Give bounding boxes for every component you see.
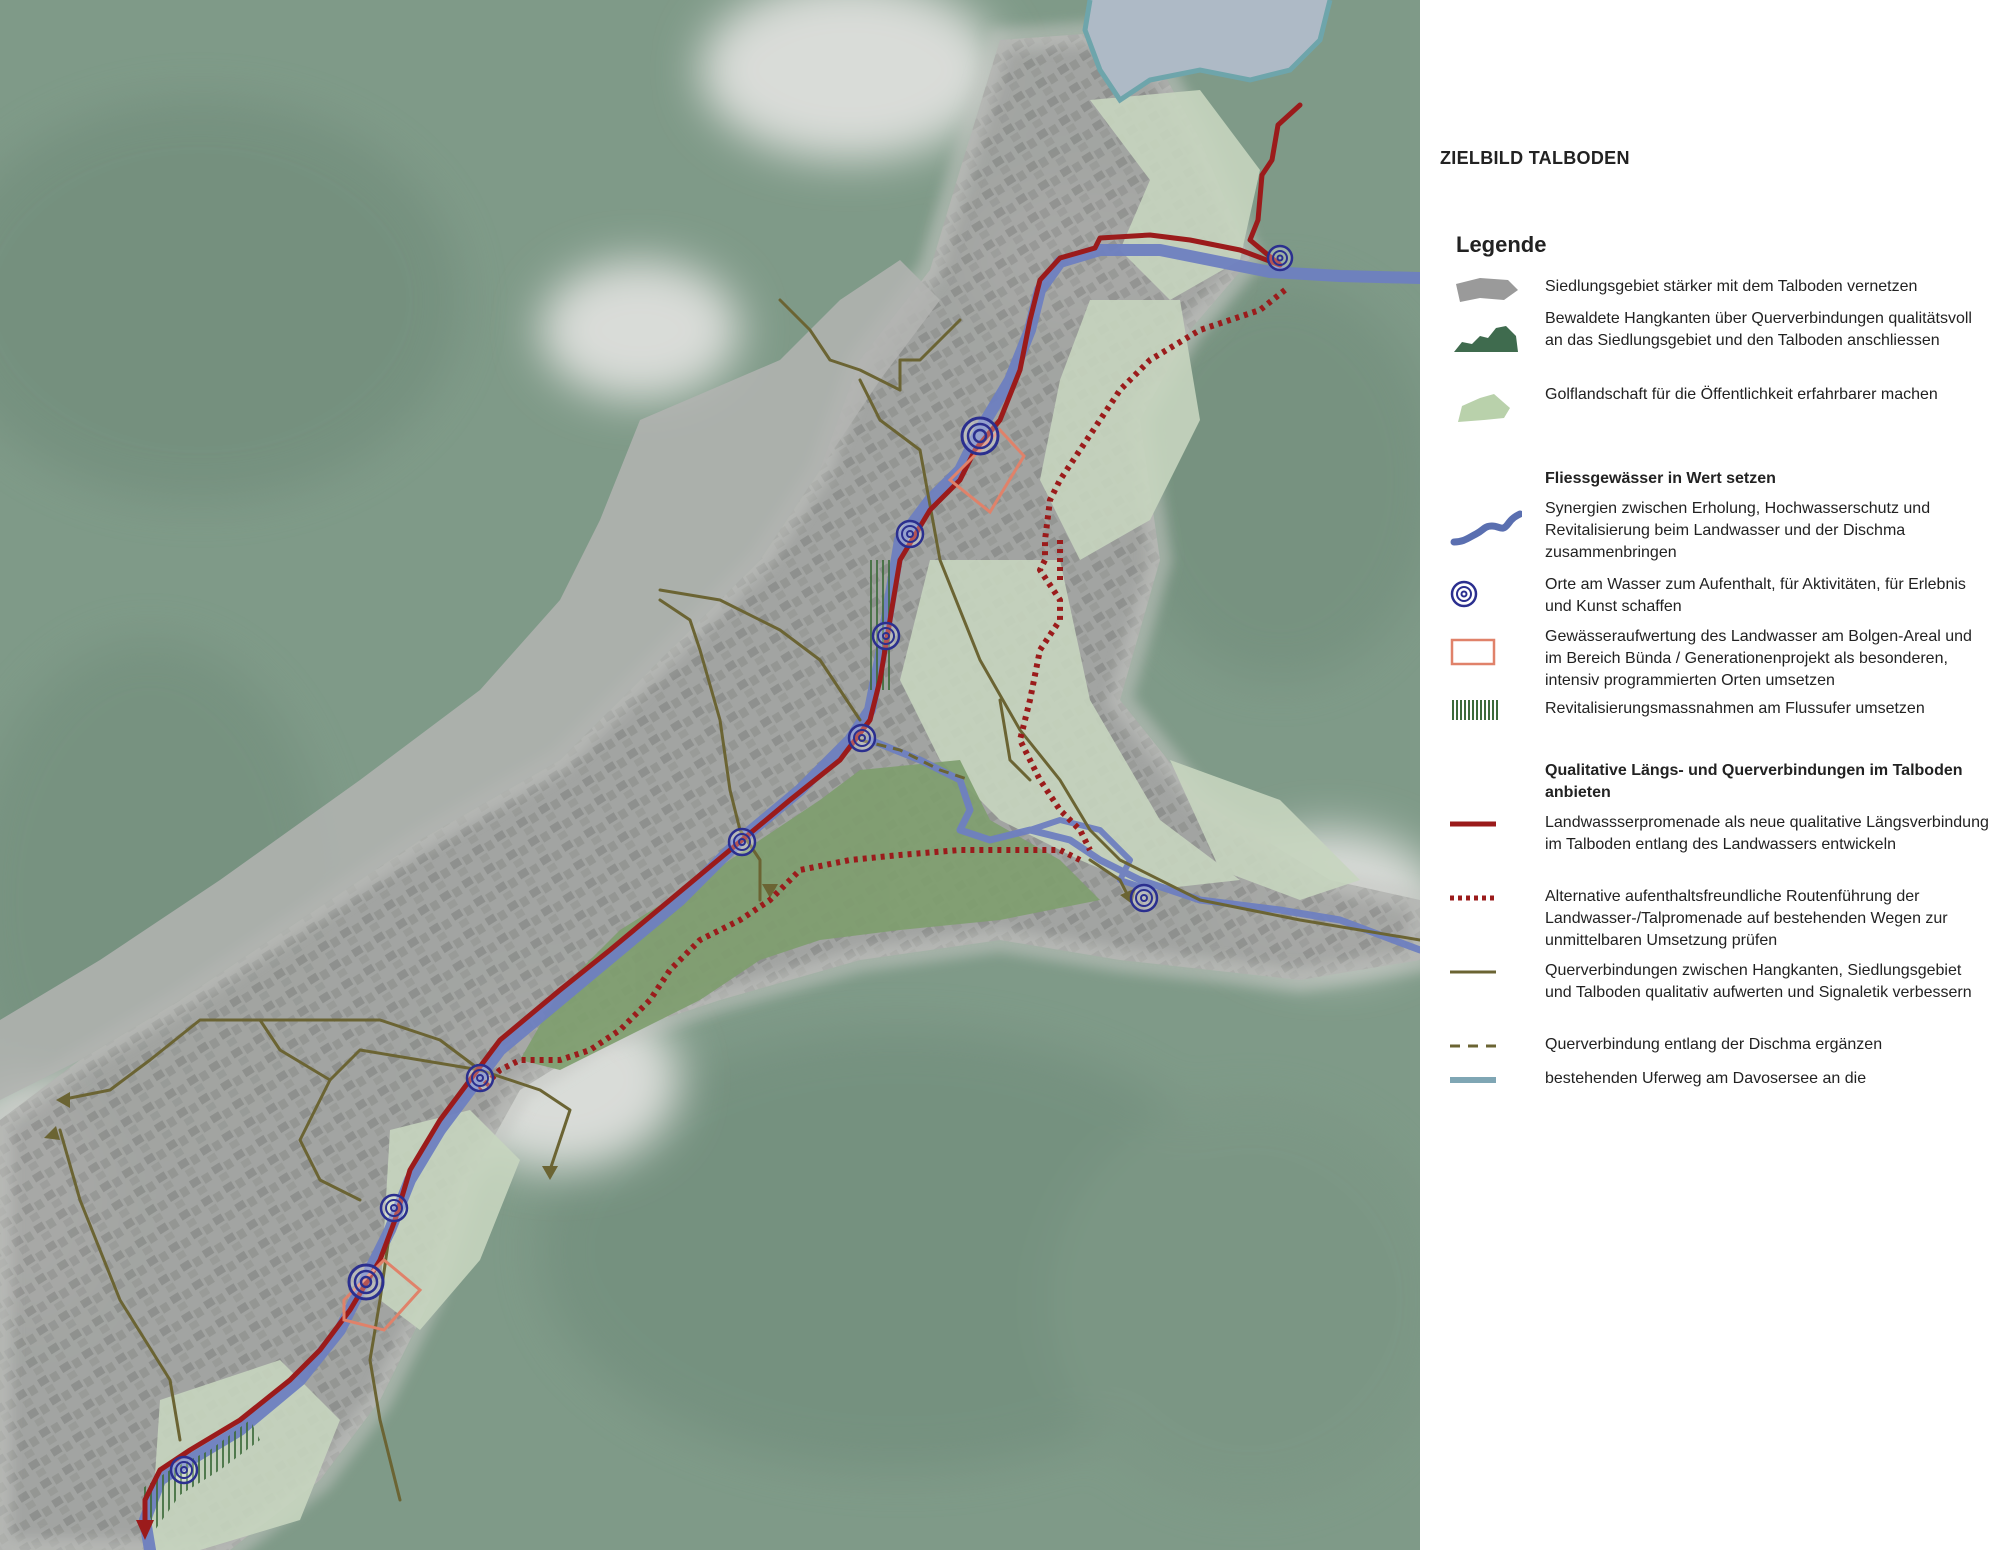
- legend-label: Orte am Wasser zum Aufenthalt, für Aktiv…: [1545, 576, 1966, 615]
- olive-line-icon: [1450, 970, 1496, 974]
- target-icon: [1450, 580, 1478, 608]
- golf-symbol: [1458, 394, 1510, 422]
- map-area[interactable]: [0, 0, 1420, 1550]
- settlement-upper: [0, 260, 940, 1100]
- river-dischma: [866, 736, 1420, 954]
- legend-label: Siedlungsgebiet stärker mit dem Talboden…: [1545, 278, 1918, 295]
- path-arrows: [44, 884, 1136, 1180]
- olive-dashed-icon: [1450, 1044, 1496, 1048]
- legend-label: Revitalisierungsmassnahmen am Flussufer …: [1545, 700, 1925, 717]
- legend-label: Landwassserpromenade als neue qualitativ…: [1545, 814, 1989, 853]
- section-heading-connections: Qualitative Längs- und Querverbindungen …: [1545, 762, 1963, 801]
- river-landwasser: [139, 244, 1420, 1550]
- water-places: [169, 244, 1294, 1485]
- legend-fade: [1420, 1088, 2000, 1128]
- legend-panel: ZIELBILD TALBODEN Legende Siedlungsgebie…: [1420, 0, 2000, 1550]
- legend-heading: Legende: [1456, 232, 1547, 257]
- settlement-symbol: [1456, 278, 1518, 302]
- forest-symbol: [1454, 326, 1518, 352]
- page-title: ZIELBILD TALBODEN: [1440, 148, 1630, 168]
- legend-label: Bewaldete Hangkanten über Querverbindung…: [1545, 310, 1972, 349]
- hatch-icon: [1452, 700, 1498, 720]
- legend-label: Querverbindung entlang der Dischma ergän…: [1545, 1036, 1883, 1053]
- section-heading-waters: Fliessgewässer in Wert setzen: [1545, 470, 1776, 487]
- legend-label: Synergien zwischen Erholung, Hochwassers…: [1545, 500, 1931, 561]
- legend-label: Gewässeraufwertung des Landwasser am Bol…: [1545, 628, 1972, 689]
- red-line-icon: [1450, 821, 1496, 827]
- legend-label: Alternative aufenthaltsfreundliche Route…: [1545, 888, 1948, 949]
- water-upgrade-areas: [342, 427, 1026, 1332]
- orange-square-icon: [1450, 638, 1496, 666]
- dischma-dashed-connection: [859, 738, 971, 782]
- promenade-arrow-end: [136, 1520, 154, 1540]
- legend-label: Golflandschaft für die Öffentlichkeit er…: [1545, 386, 1938, 403]
- river-symbol: [1450, 510, 1522, 546]
- legend-label: bestehenden Uferweg am Davosersee an die: [1545, 1070, 1867, 1087]
- teal-line-icon: [1450, 1077, 1496, 1083]
- lake-davosersee: [1082, 0, 1333, 104]
- red-dotted-icon: [1450, 895, 1496, 901]
- alternative-route: [477, 287, 1287, 1093]
- legend-label: Querverbindungen zwischen Hangkanten, Si…: [1545, 962, 1972, 1001]
- cross-connections: [58, 298, 1420, 1502]
- map-canvas: [0, 0, 1420, 1550]
